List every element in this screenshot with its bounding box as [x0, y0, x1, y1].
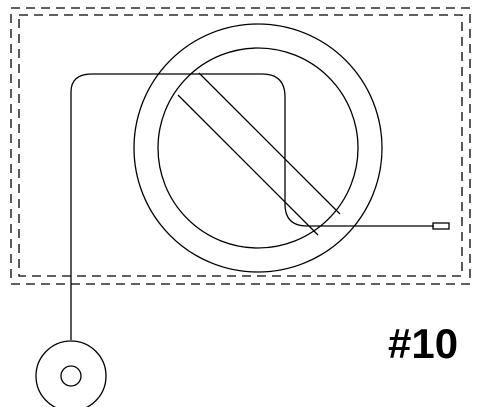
prohibition-symbol-icon — [133, 23, 383, 273]
inner-ring — [157, 47, 359, 249]
terminal-hole — [60, 365, 82, 387]
terminal-outer — [35, 340, 107, 407]
figure-number-label: #10 — [388, 320, 459, 367]
outer-ring — [133, 23, 383, 273]
connector-plug — [432, 222, 450, 230]
wire-path — [70, 73, 434, 340]
slash-bar — [177, 72, 341, 236]
ring-terminal-icon — [35, 340, 107, 407]
dashed-enclosure — [10, 7, 471, 285]
